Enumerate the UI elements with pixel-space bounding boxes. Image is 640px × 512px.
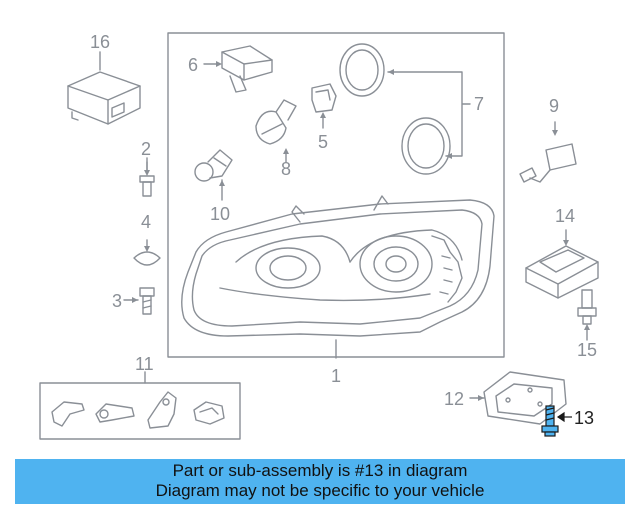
callout-6: 6: [188, 55, 198, 75]
callout-11: 11: [135, 354, 154, 374]
callout-12: 12: [444, 389, 464, 409]
callout-16: 16: [90, 32, 110, 52]
callout-14: 14: [555, 206, 575, 226]
callout-2: 2: [141, 139, 151, 159]
headlamp-assembly-part-1: [181, 195, 495, 359]
clip-part-4: [133, 239, 161, 266]
bracket-part-12: [469, 371, 567, 425]
callout-13: 13: [574, 408, 594, 428]
callout-4: 4: [141, 212, 151, 232]
callout-8: 8: [281, 159, 291, 179]
headlamp-frame-box: [167, 32, 505, 358]
socket-part-5: [311, 83, 337, 129]
bulb-part-10: [194, 149, 233, 201]
control-module-part-16: [67, 71, 141, 125]
clip-kit-box: [39, 382, 241, 440]
banner-line-1: Part or sub-assembly is #13 in diagram: [172, 461, 468, 480]
ballast-part-14: [525, 229, 599, 299]
info-banner: Part or sub-assembly is #13 in diagram D…: [15, 459, 625, 504]
seal-ring-top: [339, 43, 385, 97]
seal-ring-bottom: [401, 117, 451, 175]
bulb-part-8: [255, 99, 297, 163]
leader-7: [387, 71, 471, 157]
screw-part-3: [123, 287, 155, 315]
callout-5: 5: [318, 132, 328, 152]
callout-1: 1: [331, 366, 341, 386]
callout-9: 9: [549, 96, 559, 116]
screw-part-15: [577, 289, 597, 341]
bolt-part-13-highlighted: [541, 405, 572, 437]
leader-arrowheads: [132, 61, 590, 401]
actuator-part-6: [203, 45, 273, 93]
clip-kit-part-11: [51, 391, 225, 429]
callout-3: 3: [112, 291, 122, 311]
banner-line-2: Diagram may not be specific to your vehi…: [155, 481, 485, 500]
xenon-bulb-part-9: [519, 121, 577, 183]
callout-10: 10: [210, 204, 230, 224]
callout-7: 7: [474, 94, 484, 114]
callout-15: 15: [577, 340, 597, 360]
